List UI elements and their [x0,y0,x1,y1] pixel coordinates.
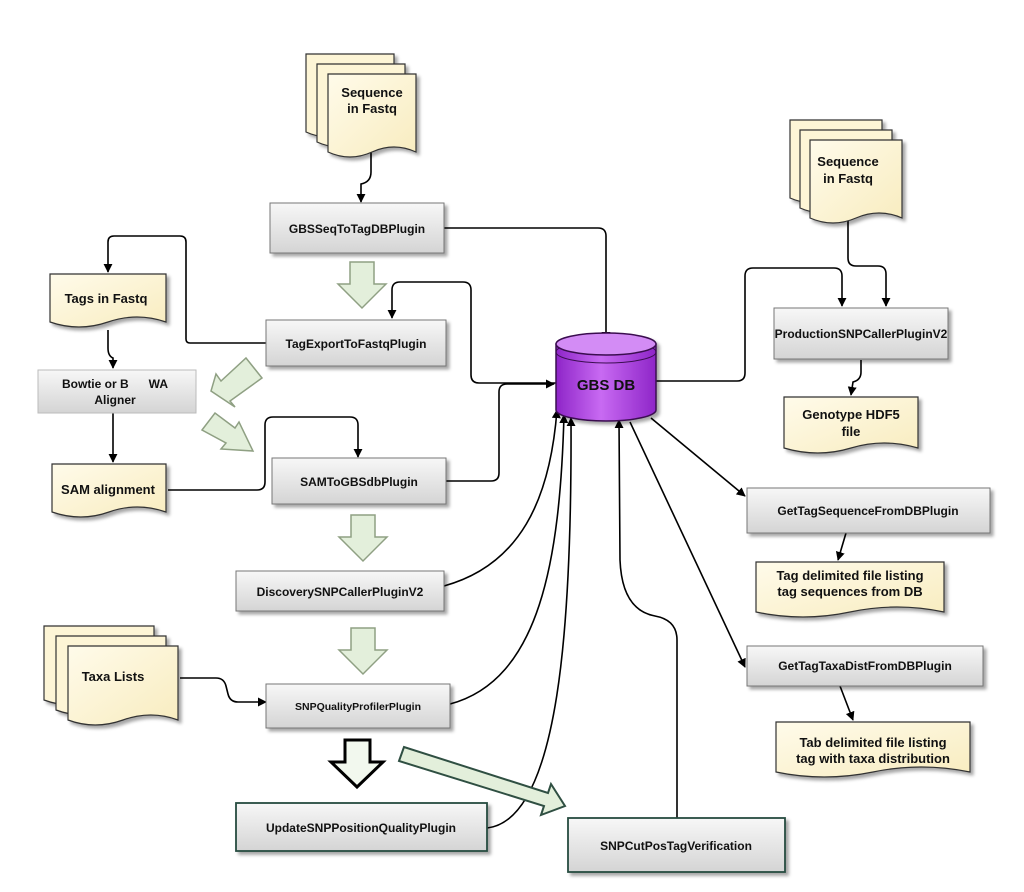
connector-db-to-gettaxa [629,421,746,668]
connector-update-to-db [486,417,576,829]
get-tag-sequence-from-db-plugin-label: GetTagSequenceFromDBPlugin [777,504,958,518]
aligner-box: Bowtie or B WA Aligner [37,369,197,414]
sam-alignment-doc [51,463,167,518]
genotype-hdf5-line1: Genotype HDF5 [802,407,900,422]
connector-gettagseq-to-tagdelim [835,532,847,561]
gbs-seq-to-tag-db-plugin-label: GBSSeqToTagDBPlugin [289,222,425,236]
connector-gettaxa-to-tabdelim [839,685,855,721]
connector-sam-to-samtogbs [168,416,363,491]
flow-arrow-down-2 [337,514,389,563]
snp-cut-pos-tag-verification-box: SNPCutPosTagVerification [567,817,786,873]
tag-export-to-fastq-plugin-label: TagExportToFastqPlugin [286,337,427,351]
connector-seq1-to-gbsseq [356,150,372,203]
flow-arrow-down-3 [337,627,389,676]
discovery-snp-caller-plugin-label: DiscoverySNPCallerPluginV2 [257,585,424,599]
connector-db-to-gettagseq [650,417,746,497]
connector-snpqp-to-db [449,414,569,705]
aligner-line1: Bowtie or B WA [62,377,168,391]
sam-to-gbs-db-plugin-label: SAMToGBSdbPlugin [300,475,418,489]
flow-arrow-down-bold [327,738,387,790]
connector-db-to-production [655,267,847,382]
flow-arrow-long-diagonal [397,745,567,817]
flow-arrow-diagonal-right [200,411,255,452]
update-snp-position-quality-plugin-box: UpdateSNPPositionQualityPlugin [235,802,488,852]
tab-delimited-line1: Tab delimited file listing [799,735,946,750]
tags-in-fastq-doc [49,273,167,328]
sequence-fastq-1-line1: Sequence [341,85,402,100]
connector-seq2-to-production [847,218,891,307]
snp-cut-pos-tag-verification-label: SNPCutPosTagVerification [600,839,752,853]
taxa-lists-doc [43,625,179,726]
tags-in-fastq-label: Tags in Fastq [65,291,148,306]
aligner-line2: Aligner [94,393,136,407]
tab-delimited-line2: tag with taxa distribution [796,751,950,766]
tag-delimited-line1: Tag delimited file listing [776,568,923,583]
connector-samtogbs-to-db [446,379,555,482]
get-tag-sequence-from-db-plugin-box: GetTagSequenceFromDBPlugin [746,487,991,534]
tag-export-to-fastq-plugin-box: TagExportToFastqPlugin [265,319,447,367]
connector-gbsseq-to-db [444,227,611,341]
get-tag-taxa-dist-from-db-plugin-box: GetTagTaxaDistFromDBPlugin [746,645,984,687]
genotype-hdf5-doc [783,396,919,454]
update-snp-position-quality-plugin-label: UpdateSNPPositionQualityPlugin [266,821,456,835]
get-tag-taxa-dist-from-db-plugin-label: GetTagTaxaDistFromDBPlugin [778,659,952,673]
connector-production-to-genotype [847,360,862,396]
connector-db-to-tagexport [387,281,556,384]
connector-discovery-to-db [443,409,561,587]
sequence-fastq-1-line2: in Fastq [347,101,397,116]
snp-quality-profiler-plugin-label: SNPQualityProfilerPlugin [295,701,421,713]
sam-alignment-label: SAM alignment [61,482,156,497]
flow-arrow-diagonal-left [210,356,264,408]
connectors [103,150,891,829]
sequence-fastq-doc-1 [305,53,417,158]
snp-quality-profiler-plugin-box: SNPQualityProfilerPlugin [265,683,451,729]
sequence-fastq-2-line2: in Fastq [823,171,873,186]
tag-delimited-file-doc [755,561,945,618]
sequence-fastq-doc-2 [789,119,903,224]
connector-tagexport-to-tagsfastq [103,235,268,344]
tab-delimited-file-doc [775,721,971,778]
sam-to-gbs-db-plugin-box: SAMToGBSdbPlugin [271,457,447,505]
gbs-db-label: GBS DB [577,377,636,394]
discovery-snp-caller-plugin-box: DiscoverySNPCallerPluginV2 [235,570,445,612]
gbs-seq-to-tag-db-plugin-box: GBSSeqToTagDBPlugin [269,202,445,254]
sequence-fastq-2-line1: Sequence [817,154,878,169]
production-snp-caller-plugin-label: ProductionSNPCallerPluginV2 [775,327,948,341]
flow-arrow-down-1 [336,261,388,310]
genotype-hdf5-line2: file [842,424,861,439]
gbs-db-cylinder [555,332,657,422]
flow-arrows [200,261,567,817]
production-snp-caller-plugin-box: ProductionSNPCallerPluginV2 [773,307,949,360]
connector-tagsfastq-to-aligner [107,330,118,369]
connector-verification-to-db [614,419,678,818]
taxa-lists-label: Taxa Lists [82,669,145,684]
tag-delimited-line2: tag sequences from DB [777,584,922,599]
connector-taxa-to-snpqp [180,677,267,707]
